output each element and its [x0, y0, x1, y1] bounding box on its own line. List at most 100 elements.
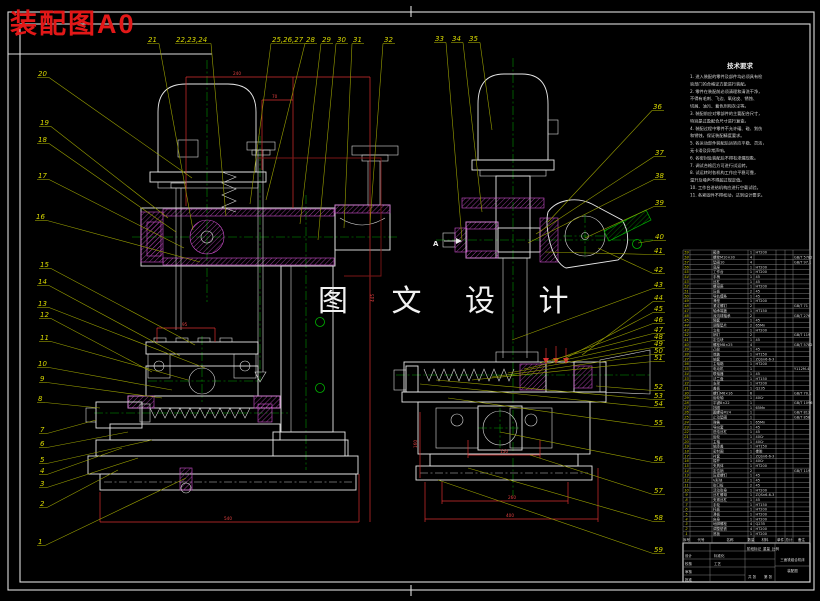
- svg-text:39: 39: [684, 348, 689, 352]
- svg-text:切屑、油污、着色剂和灰尘等。: 切屑、油污、着色剂和灰尘等。: [690, 103, 749, 110]
- svg-text:15: 15: [40, 261, 49, 269]
- svg-text:手柄: 手柄: [713, 274, 721, 279]
- svg-text:丝杠螺母: 丝杠螺母: [713, 492, 727, 497]
- svg-text:400: 400: [506, 513, 514, 518]
- svg-text:密封圈: 密封圈: [713, 448, 724, 453]
- svg-text:批准: 批准: [685, 577, 693, 582]
- svg-text:工艺: 工艺: [714, 561, 722, 566]
- svg-text:Y112M-4: Y112M-4: [794, 367, 810, 371]
- svg-text:2. 零件在装配前必须清理和清洗干净，: 2. 零件在装配前必须清理和清洗干净，: [690, 88, 762, 95]
- svg-text:共 张: 共 张: [748, 574, 757, 579]
- svg-text:底座: 底座: [713, 264, 721, 269]
- svg-text:导轨镶条: 导轨镶条: [713, 293, 727, 298]
- svg-text:1: 1: [750, 338, 752, 342]
- side-view: [393, 73, 652, 481]
- svg-text:1: 1: [750, 353, 752, 357]
- svg-text:38: 38: [655, 172, 664, 180]
- svg-text:HT200: HT200: [756, 464, 767, 468]
- svg-text:6. 各密封处装配后不得有渗漏现象。: 6. 各密封处装配后不得有渗漏现象。: [690, 154, 758, 161]
- svg-text:45: 45: [654, 305, 663, 313]
- svg-text:14: 14: [38, 278, 47, 286]
- svg-text:床身: 床身: [713, 516, 721, 521]
- svg-text:夹具体: 夹具体: [713, 463, 724, 468]
- svg-text:1: 1: [750, 532, 752, 536]
- svg-text:95: 95: [182, 322, 188, 327]
- svg-text:55: 55: [654, 419, 663, 427]
- svg-text:1: 1: [750, 406, 752, 410]
- svg-text:16: 16: [684, 459, 689, 463]
- svg-text:18: 18: [38, 136, 47, 144]
- svg-text:1: 1: [750, 464, 752, 468]
- svg-text:40: 40: [655, 233, 664, 241]
- svg-text:4: 4: [750, 522, 753, 526]
- svg-text:51: 51: [654, 354, 663, 362]
- svg-text:数量: 数量: [748, 537, 756, 542]
- svg-text:54: 54: [654, 400, 663, 408]
- svg-text:54: 54: [684, 275, 689, 279]
- svg-text:导向套: 导向套: [713, 424, 724, 429]
- svg-text:52: 52: [654, 383, 663, 391]
- svg-text:38: 38: [684, 353, 689, 357]
- svg-text:1: 1: [750, 430, 752, 434]
- svg-text:GB/T 119: GB/T 119: [794, 469, 810, 473]
- svg-text:40: 40: [684, 343, 689, 347]
- svg-text:35: 35: [684, 367, 689, 371]
- svg-text:HT200: HT200: [756, 362, 767, 366]
- svg-text:42: 42: [654, 266, 663, 274]
- svg-text:验部门的合格证方能进行装配。: 验部门的合格证方能进行装配。: [690, 80, 749, 87]
- svg-text:1: 1: [750, 425, 752, 429]
- svg-text:19: 19: [684, 445, 689, 449]
- svg-text:13: 13: [684, 474, 689, 478]
- svg-text:44: 44: [684, 323, 689, 327]
- svg-text:28: 28: [684, 401, 689, 405]
- svg-text:1: 1: [750, 319, 752, 323]
- svg-text:50: 50: [684, 294, 689, 298]
- svg-text:3: 3: [40, 480, 44, 488]
- svg-text:HT200: HT200: [756, 265, 767, 269]
- svg-text:HT200: HT200: [756, 251, 767, 255]
- svg-text:11. 各紧固件不得松动，达到设计要求。: 11. 各紧固件不得松动，达到设计要求。: [690, 191, 765, 198]
- svg-text:1: 1: [750, 265, 752, 269]
- svg-text:56: 56: [654, 455, 663, 463]
- svg-text:7. 调试合格后方可进行试运转。: 7. 调试合格后方可进行试运转。: [690, 162, 750, 169]
- svg-text:HT200: HT200: [756, 328, 767, 332]
- svg-text:夹紧丝杠: 夹紧丝杠: [713, 497, 727, 502]
- svg-text:HT200: HT200: [756, 532, 767, 536]
- svg-text:20: 20: [38, 70, 47, 78]
- svg-text:11: 11: [684, 483, 689, 487]
- svg-text:1: 1: [685, 532, 687, 536]
- svg-text:齿轮: 齿轮: [713, 434, 721, 439]
- svg-text:14: 14: [684, 469, 689, 473]
- svg-text:45: 45: [756, 294, 760, 298]
- svg-text:34: 34: [452, 35, 461, 43]
- svg-text:55: 55: [684, 270, 689, 274]
- svg-text:主轴箱: 主轴箱: [713, 361, 724, 366]
- front-view: [85, 83, 399, 494]
- svg-text:4: 4: [750, 527, 753, 531]
- svg-text:温升及噪声不得超过规定值。: 温升及噪声不得超过规定值。: [690, 177, 744, 184]
- svg-text:HT200: HT200: [756, 285, 767, 289]
- svg-text:三面铣组合机床: 三面铣组合机床: [780, 557, 805, 562]
- svg-text:4: 4: [750, 256, 753, 260]
- svg-text:1: 1: [750, 362, 752, 366]
- svg-text:36: 36: [653, 103, 662, 111]
- svg-text:160: 160: [413, 440, 418, 448]
- svg-text:2: 2: [750, 304, 752, 308]
- svg-text:深沟球轴承: 深沟球轴承: [713, 313, 731, 318]
- svg-text:28: 28: [306, 36, 315, 44]
- svg-text:1: 1: [750, 493, 752, 497]
- svg-text:1: 1: [750, 348, 752, 352]
- svg-text:13: 13: [38, 300, 47, 308]
- svg-text:审核: 审核: [685, 569, 693, 574]
- svg-text:地脚螺栓: 地脚螺栓: [713, 521, 727, 526]
- svg-text:GB/T 97.1: GB/T 97.1: [794, 260, 811, 264]
- svg-text:65Mn: 65Mn: [756, 420, 766, 424]
- svg-text:48: 48: [654, 333, 663, 341]
- svg-text:5: 5: [40, 456, 45, 464]
- svg-text:螺栓M10×30: 螺栓M10×30: [713, 255, 735, 260]
- svg-text:150: 150: [500, 449, 508, 454]
- svg-text:45: 45: [756, 290, 760, 294]
- svg-text:45: 45: [756, 280, 760, 284]
